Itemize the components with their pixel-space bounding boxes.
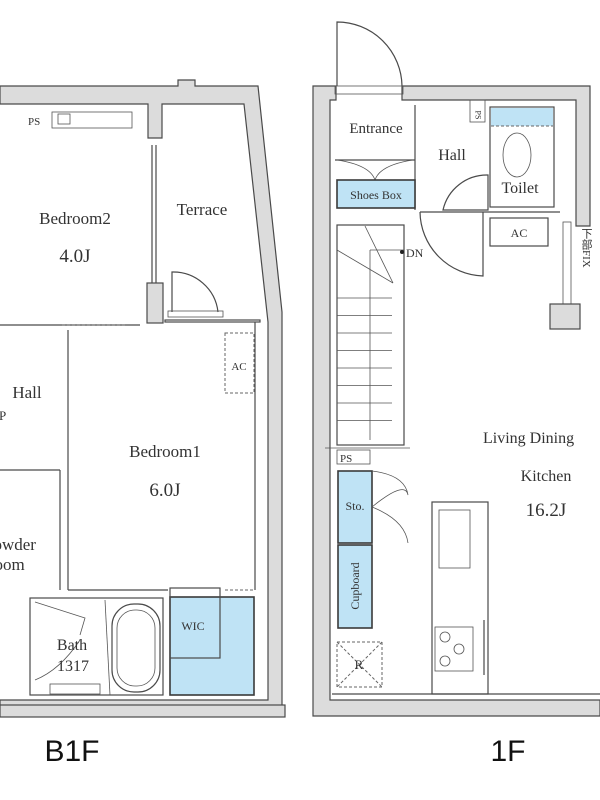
f1-plan xyxy=(312,21,600,717)
b1f-ps-counter xyxy=(51,111,133,129)
refrigerator-space xyxy=(336,641,383,688)
fix-window-label: 下部FIX xyxy=(580,228,593,268)
b1f-ac-unit xyxy=(224,332,255,394)
wic-storage xyxy=(169,596,255,696)
b1f-plan xyxy=(0,79,286,718)
stove-burner xyxy=(439,655,451,667)
stove xyxy=(434,626,474,672)
b1f-inner-wall xyxy=(146,282,164,324)
f1-ps-shaft xyxy=(336,449,371,465)
toilet-room xyxy=(489,106,555,208)
f1-ps-top-label: PS xyxy=(474,111,483,120)
f1-outer-wall xyxy=(312,85,600,717)
staircase-winder xyxy=(336,249,394,284)
bedroom1-label: Bedroom1 xyxy=(129,442,201,461)
f1-pillar xyxy=(549,303,581,330)
bath-divider xyxy=(104,599,111,696)
bath-door[interactable] xyxy=(34,601,86,681)
cupboard-storage xyxy=(337,544,373,629)
b1f-hall-label: Hall xyxy=(12,383,42,402)
powder-room-label-line2: Room xyxy=(0,555,25,574)
bedroom2-size: 4.0J xyxy=(59,246,90,267)
toilet-label: Toilet xyxy=(501,180,539,197)
bath-size: 1317 xyxy=(57,658,89,675)
f1-top-wall xyxy=(401,85,591,227)
f1-floor-label: 1F xyxy=(490,735,525,768)
bath-area xyxy=(29,597,164,696)
f1-ac-label: AC xyxy=(511,226,528,240)
storage-doors[interactable] xyxy=(371,470,409,544)
toilet-door[interactable] xyxy=(442,174,489,211)
wic-inner-outline xyxy=(169,587,221,659)
ldk-size: 16.2J xyxy=(526,500,567,521)
refrigerator-space-cross xyxy=(336,641,383,688)
f1-ps-label: PS xyxy=(340,453,352,465)
stair-treads xyxy=(337,297,392,421)
kitchen-counter xyxy=(431,501,489,695)
storage-closet xyxy=(337,470,373,544)
terrace-label: Terrace xyxy=(177,200,228,219)
shoes-box xyxy=(336,179,416,209)
bathtub-inner xyxy=(116,609,156,687)
toilet-counter xyxy=(491,108,553,126)
stove-burner xyxy=(453,643,465,655)
dn-marker xyxy=(400,250,404,254)
b1f-hall-p-label: P xyxy=(0,408,6,423)
powder-room-label-line1: Powder xyxy=(0,535,36,554)
stove-burner xyxy=(439,631,451,643)
hall-door[interactable] xyxy=(419,211,484,277)
refrigerator-label: R xyxy=(355,657,364,672)
fix-window xyxy=(562,221,572,305)
b1f-labels: PS Bedroom2 4.0J Terrace AC Hall P Bedro… xyxy=(0,116,247,768)
b1f-ps-label: PS xyxy=(28,116,40,128)
staircase-winder xyxy=(364,225,394,284)
f1-hall-label: Hall xyxy=(438,147,466,164)
storage-label: Sto. xyxy=(345,499,364,513)
b1f-top-wall xyxy=(0,79,283,717)
b1f-ps-shaft xyxy=(57,113,71,125)
f1-ac-unit xyxy=(489,217,549,247)
staircase[interactable] xyxy=(336,224,405,446)
shoes-box-doors[interactable] xyxy=(336,159,414,182)
bedroom2-label: Bedroom2 xyxy=(39,209,111,228)
bathtub xyxy=(111,603,161,693)
entrance-label: Entrance xyxy=(349,121,403,137)
bath-label: Bath xyxy=(57,637,87,654)
shoes-box-label: Shoes Box xyxy=(350,188,402,202)
f1-ps-top-shaft xyxy=(469,99,486,123)
bath-shelf xyxy=(49,683,101,695)
wic-label: WIC xyxy=(181,619,204,633)
cupboard-label: Cupboard xyxy=(348,562,362,609)
bedroom1-size: 6.0J xyxy=(149,480,180,501)
b1f-ac-label: AC xyxy=(231,361,246,373)
staircase-outline xyxy=(336,224,405,446)
f1-labels: Entrance Shoes Box Hall PS Toilet AC DN … xyxy=(340,111,593,768)
b1f-bottom-wall xyxy=(0,704,286,718)
b1f-floor-label: B1F xyxy=(44,735,99,768)
terrace-door[interactable] xyxy=(171,271,219,313)
toilet-fixture xyxy=(502,132,532,178)
b1f-partition xyxy=(164,319,261,323)
dn-label: DN xyxy=(406,246,424,260)
entrance-door[interactable] xyxy=(336,21,403,87)
ldk-label-line1: Living Dining xyxy=(483,430,574,447)
entrance-door-sill xyxy=(334,85,404,95)
ldk-label-line2: Kitchen xyxy=(521,468,572,485)
terrace-door-sill xyxy=(167,310,224,318)
kitchen-sink xyxy=(438,509,471,569)
